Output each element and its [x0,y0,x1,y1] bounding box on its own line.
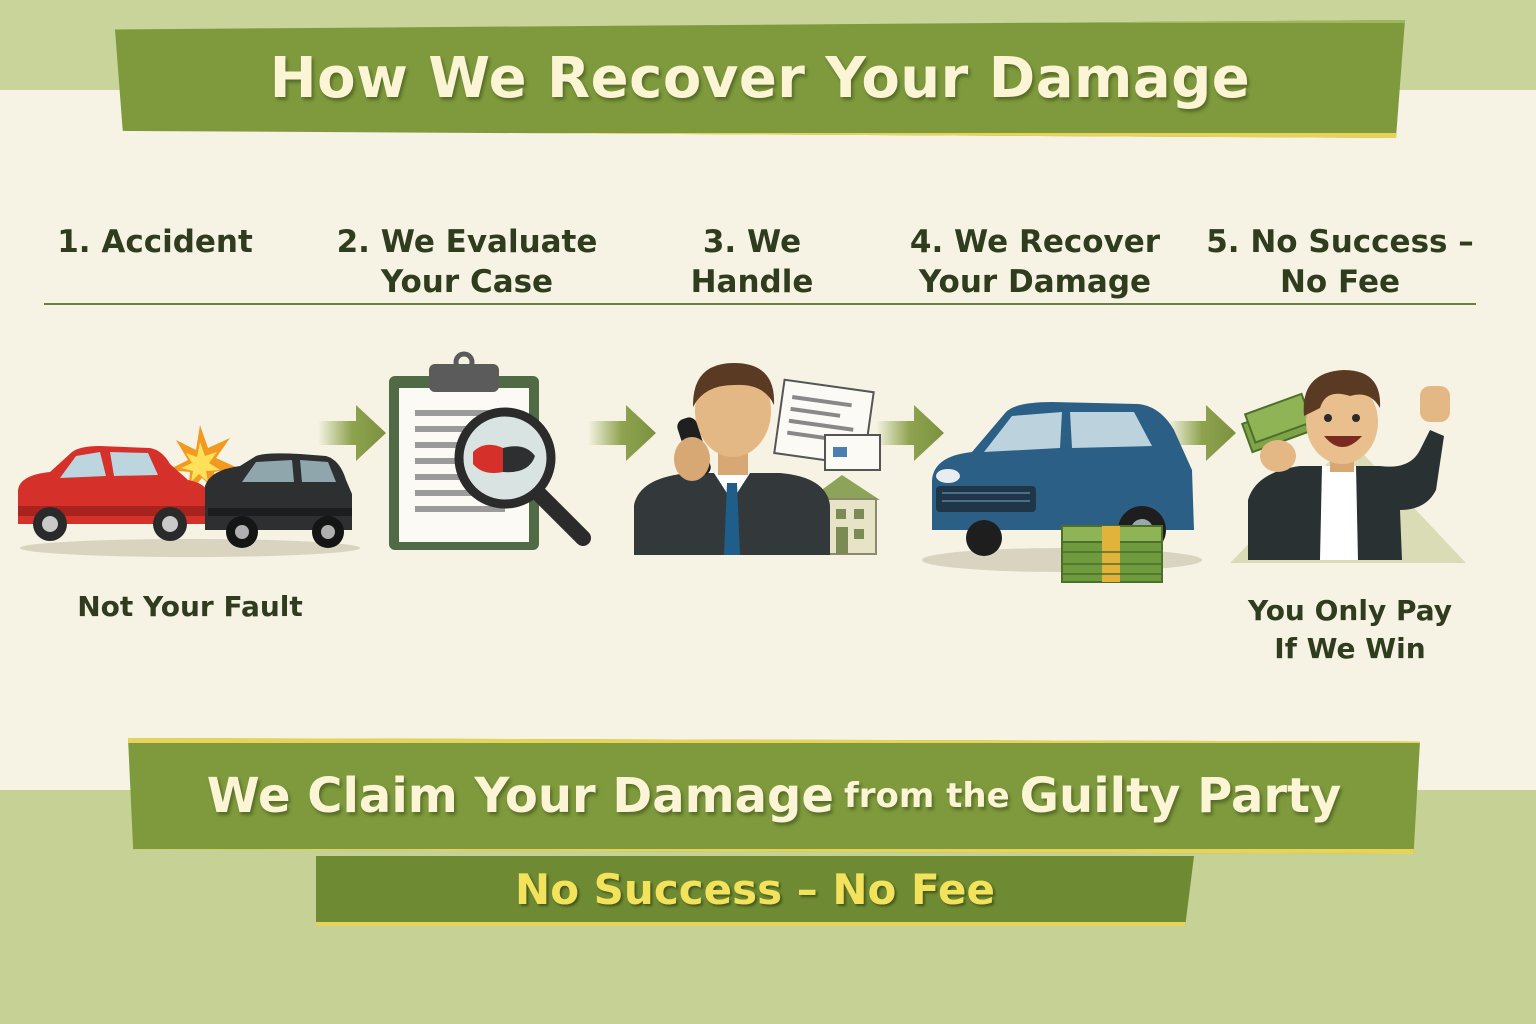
agent-phone-icon [634,363,881,555]
step-4-label: 4. We Recover Your Damage [895,222,1175,302]
step-2-title: 2. We Evaluate [336,224,598,260]
steps-divider [44,303,1476,305]
step-5-caption: You Only Pay If We Win [1200,592,1500,668]
claim-part2: from the [843,776,1010,816]
step-3-label: 3. We Handle [612,222,892,302]
step-1-label: 1. Accident [15,222,295,262]
car-crash-icon [18,425,360,557]
no-fee-banner: No Success – No Fee [316,856,1194,926]
claim-banner: We Claim Your Damage from the Guilty Par… [128,738,1420,854]
step-5-label: 5. No Success – No Fee [1200,222,1480,302]
claim-part3: Guilty Party [1019,768,1342,824]
step-4-title: 4. We Recover [909,224,1161,260]
clipboard-magnifier-icon [389,351,591,550]
step-2-subtitle: Your Case [380,264,554,300]
step-5-subtitle: No Fee [1279,264,1400,300]
step-3-title: 3. We [702,224,802,260]
step-5-caption-line2: If We Win [1274,632,1426,665]
arrow-right-icon [318,405,386,461]
step-1-title: 1. Accident [57,224,253,260]
claim-part1: We Claim Your Damage [206,768,834,824]
car-money-icon [922,402,1202,583]
step-3-subtitle: Handle [690,264,814,300]
arrow-right-icon [1168,405,1236,461]
happy-person-icon [1230,370,1466,563]
step-5-caption-line1: You Only Pay [1247,594,1452,627]
step-1-caption: Not Your Fault [77,590,303,623]
arrow-right-icon [876,405,944,461]
step-2-label: 2. We Evaluate Your Case [327,222,607,302]
page-title: How We Recover Your Damage [115,20,1405,138]
arrow-right-icon [588,405,656,461]
step-4-subtitle: Your Damage [918,264,1152,300]
step-5-title: 5. No Success – [1206,224,1474,260]
